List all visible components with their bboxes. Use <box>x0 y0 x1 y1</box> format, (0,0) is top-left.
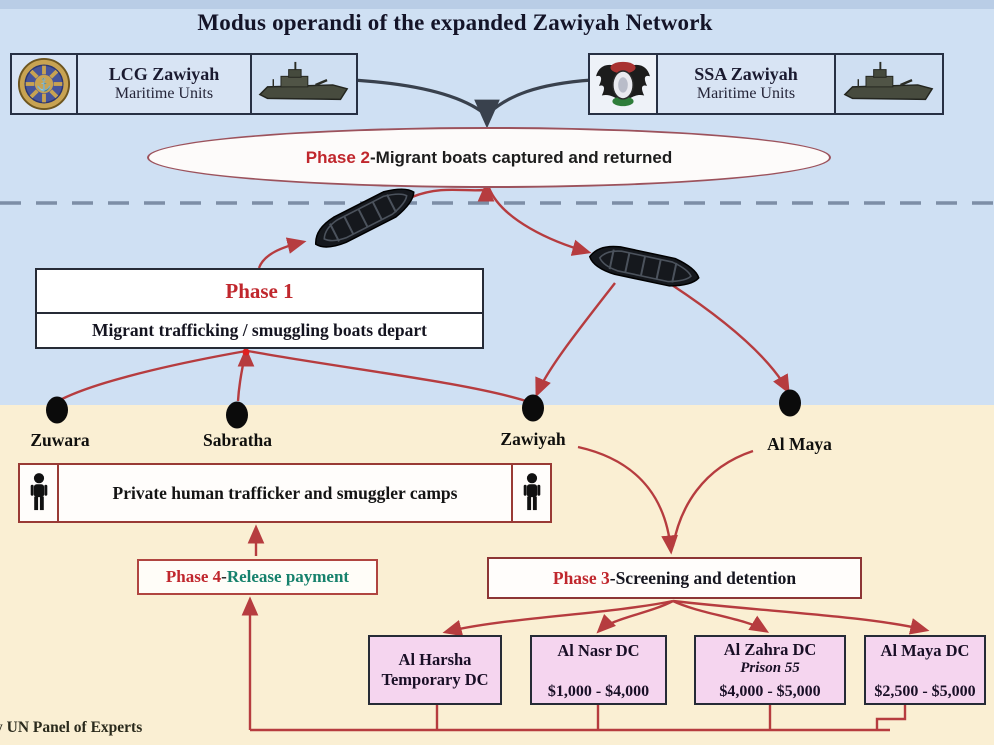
lcg-emblem-cell: ⚓ <box>10 53 78 115</box>
phase1-box: Phase 1 Migrant trafficking / smuggling … <box>35 268 484 349</box>
credit-text: y UN Panel of Experts <box>0 719 143 736</box>
dc-price: $1,000 - $4,000 <box>547 683 650 700</box>
camps-box: Private human trafficker and smuggler ca… <box>18 463 552 523</box>
dc-al-zahra: Al Zahra DC Prison 55 $4,000 - $5,000 <box>694 635 846 705</box>
person-icon <box>30 473 47 511</box>
phase2-label: Phase 2 <box>305 147 370 167</box>
town-label-sabratha: Sabratha <box>202 430 273 450</box>
phase4-box: Phase 4 - Release payment <box>137 559 378 595</box>
person-icon <box>511 465 550 521</box>
person-icon <box>523 473 540 511</box>
migrant-boat-1-icon <box>315 188 415 248</box>
zuwara-dot <box>46 396 68 424</box>
town-label-zuwara: Zuwara <box>30 430 90 450</box>
phase3-text: Screening and detention <box>615 567 797 588</box>
dc-name-line2: Temporary DC <box>381 670 489 689</box>
phase1-label: Phase 1 <box>37 270 482 314</box>
migrant-boat-2-icon <box>588 245 700 287</box>
svg-text:⚓: ⚓ <box>36 77 52 92</box>
phase2-text: Migrant boats captured and returned <box>375 147 673 167</box>
dc-al-harsha: Al Harsha Temporary DC <box>368 635 502 705</box>
lcg-unit-label: LCG Zawiyah Maritime Units <box>78 53 252 115</box>
phase2-separator: - <box>370 147 376 167</box>
person-icon <box>20 465 59 521</box>
ssa-boat-cell <box>836 53 944 115</box>
lcg-unit-subtitle: Maritime Units <box>114 85 214 103</box>
dc-name: Al Nasr DC <box>557 641 640 660</box>
patrol-boat-icon <box>843 61 934 101</box>
dc-price: $2,500 - $5,000 <box>874 683 976 700</box>
dc-name: Al Maya DC <box>880 641 970 660</box>
dc-name: Al Harsha <box>398 650 472 670</box>
phase4-text: Release payment <box>226 567 350 586</box>
dc-al-nasr: Al Nasr DC $1,000 - $4,000 <box>530 635 667 705</box>
camps-text: Private human trafficker and smuggler ca… <box>112 482 458 503</box>
sabratha-dot <box>226 401 248 429</box>
zawiyah-dot <box>522 394 544 422</box>
lcg-boat-cell <box>252 53 358 115</box>
town-dots <box>46 389 801 429</box>
phase3-label: Phase 3 <box>552 567 610 588</box>
lcg-unit-name: LCG Zawiyah <box>108 64 220 85</box>
town-label-al-maya: Al Maya <box>767 434 832 454</box>
dc-price: $4,000 - $5,000 <box>719 683 821 700</box>
phase3-separator: - <box>609 567 616 588</box>
top-strip <box>0 0 994 9</box>
ssa-unit-subtitle: Maritime Units <box>696 85 796 103</box>
units-to-phase2-arrows <box>351 78 593 129</box>
ssa-emblem-cell <box>588 53 658 115</box>
phase3-box: Phase 3 - Screening and detention <box>487 557 862 599</box>
al-maya-dot <box>779 389 801 417</box>
dc-name: Al Zahra DC <box>723 640 817 659</box>
ssa-unit-label: SSA Zawiyah Maritime Units <box>658 53 836 115</box>
phase2-ellipse: Phase 2 - Migrant boats captured and ret… <box>147 127 831 188</box>
phase4-separator: - <box>221 567 227 586</box>
lcg-coast-guard-emblem-icon: ⚓ <box>17 57 71 111</box>
ssa-eagle-emblem-icon <box>596 61 650 107</box>
patrol-boat-icon <box>258 61 349 101</box>
town-label-zawiyah: Zawiyah <box>500 429 566 449</box>
lcg-unit-box: ⚓ LCG Zawiyah Maritime Units <box>10 53 358 115</box>
ssa-unit-box: SSA Zawiyah Maritime Units <box>588 53 944 115</box>
ssa-unit-name: SSA Zawiyah <box>694 64 798 85</box>
phase4-label: Phase 4 <box>165 567 222 586</box>
dc-subtitle: Prison 55 <box>740 659 800 676</box>
page-title: Modus operandi of the expanded Zawiyah N… <box>197 10 713 35</box>
phase1-text: Migrant trafficking / smuggling boats de… <box>92 320 427 340</box>
dc-al-maya: Al Maya DC $2,500 - $5,000 <box>864 635 986 705</box>
